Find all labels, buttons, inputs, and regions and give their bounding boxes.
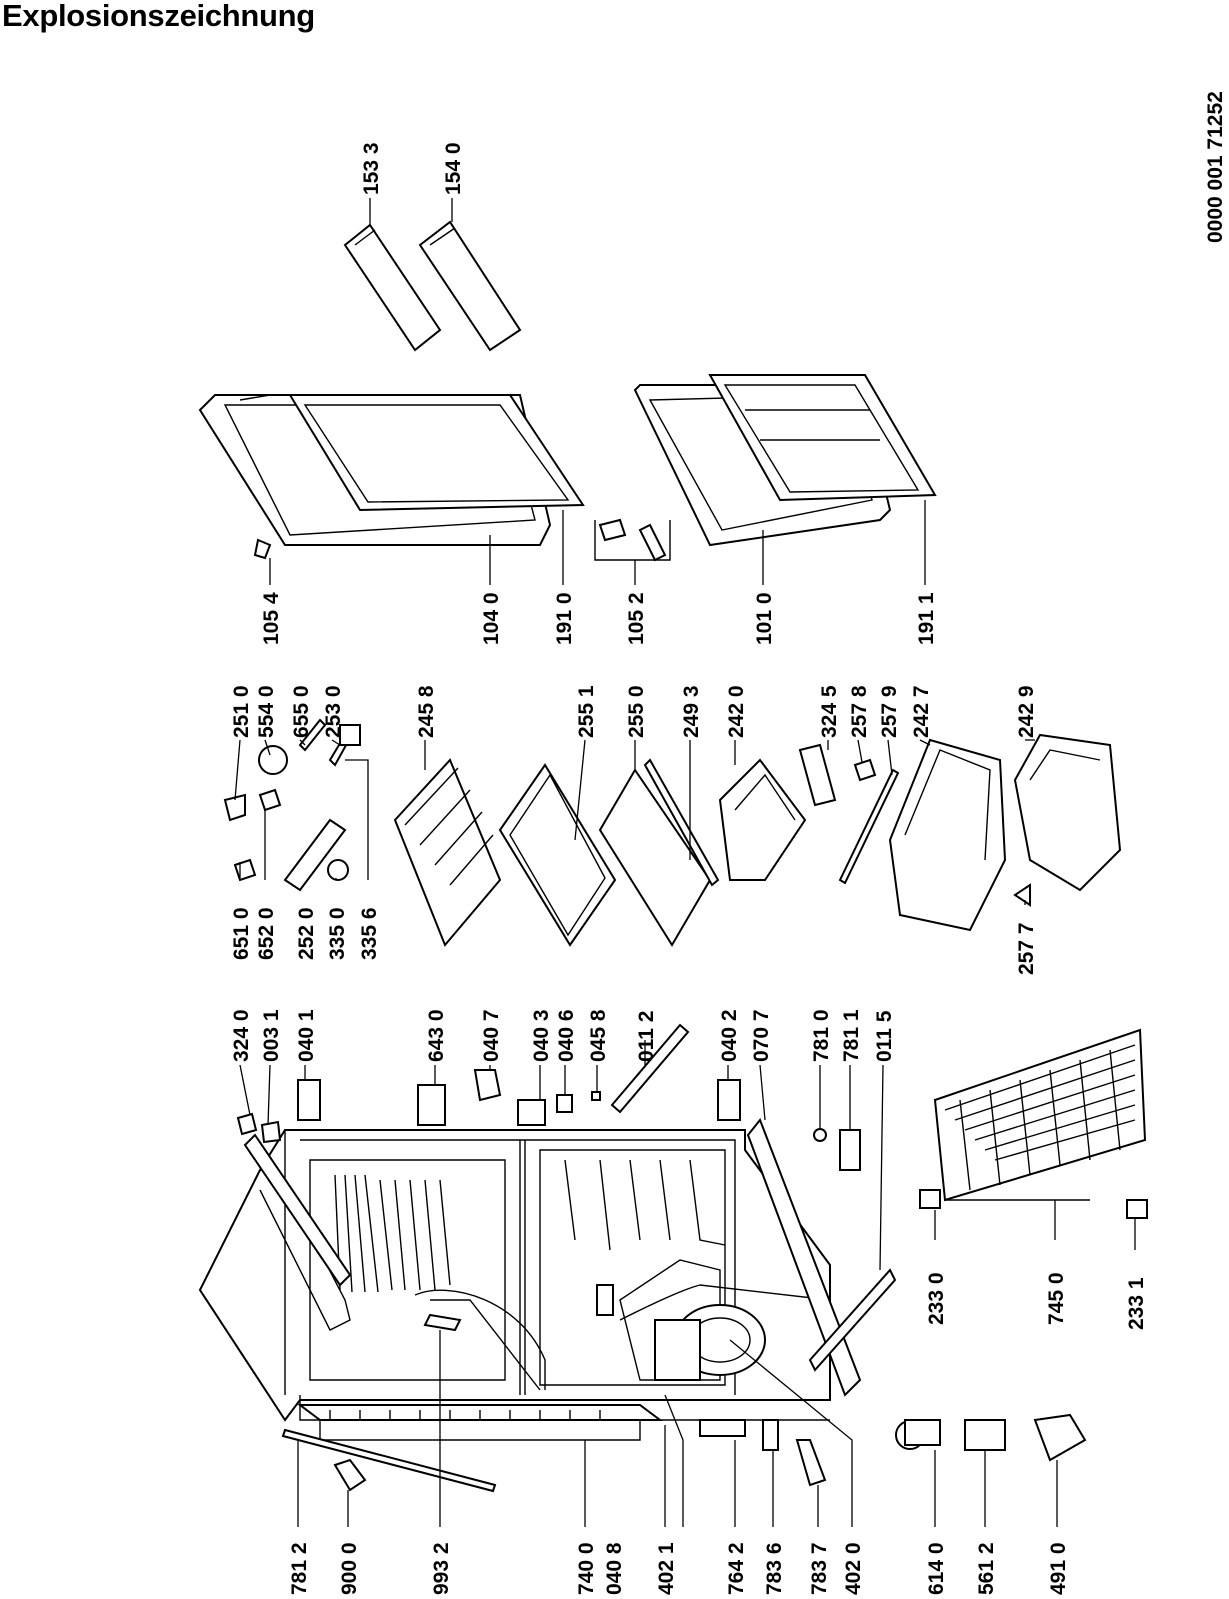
callout-257-7: 257 7 <box>1015 922 1038 975</box>
document-number: 0000 001 71252 <box>1204 91 1227 243</box>
callout-242-0: 242 0 <box>725 685 748 738</box>
callout-245-8: 245 8 <box>415 685 438 738</box>
rod <box>281 1428 497 1493</box>
callout-781-0: 781 0 <box>810 1009 833 1062</box>
callout-233-1: 233 1 <box>1125 1277 1148 1330</box>
callout-040-1: 040 1 <box>295 1009 318 1062</box>
callout-191-1: 191 1 <box>915 592 938 645</box>
callout-783-6: 783 6 <box>763 1542 786 1595</box>
callout-011-2: 011 2 <box>635 1011 658 1062</box>
callout-740-0: 740 0 <box>575 1542 598 1595</box>
callout-040-3: 040 3 <box>530 1009 553 1062</box>
callout-191-0: 191 0 <box>553 592 576 645</box>
callout-745-0: 745 0 <box>1045 1272 1068 1325</box>
callout-242-7: 242 7 <box>910 685 933 738</box>
callout-253-0: 253 0 <box>322 685 345 738</box>
part-257-9 <box>838 768 900 885</box>
part-257-8 <box>853 758 877 782</box>
callout-491-0: 491 0 <box>1047 1542 1070 1595</box>
door-bin-154-0 <box>418 220 522 352</box>
callout-003-1: 003 1 <box>260 1009 283 1062</box>
callout-242-9: 242 9 <box>1015 685 1038 738</box>
wire-shelves <box>933 1028 1147 1202</box>
page-title: Explosionszeichnung <box>2 0 315 33</box>
compressor <box>654 1304 766 1381</box>
callout-554-0: 554 0 <box>255 685 278 738</box>
hinge-105-4 <box>253 538 272 560</box>
callout-040-8: 040 8 <box>603 1542 626 1595</box>
callout-324-5: 324 5 <box>818 685 841 738</box>
callout-335-6: 335 6 <box>358 907 381 960</box>
callout-643-0: 643 0 <box>425 1009 448 1062</box>
glass-plate-255-0 <box>598 768 712 947</box>
callout-249-3: 249 3 <box>680 685 703 738</box>
callout-251-0: 251 0 <box>230 685 253 738</box>
callout-153-3: 153 3 <box>360 142 383 195</box>
callout-993-2: 993 2 <box>430 1542 453 1595</box>
callout-764-2: 764 2 <box>725 1542 748 1595</box>
callout-040-7: 040 7 <box>480 1009 503 1062</box>
callout-561-2: 561 2 <box>975 1542 998 1595</box>
callout-900-0: 900 0 <box>338 1542 361 1595</box>
callout-257-9: 257 9 <box>878 685 901 738</box>
callout-781-1: 781 1 <box>840 1009 863 1062</box>
door-bin-153-3 <box>343 223 442 352</box>
shelf-clips <box>919 1189 1148 1219</box>
glass-shelf-245-8 <box>393 758 502 947</box>
part-324-5 <box>798 743 837 807</box>
door-rail-strip <box>746 1118 862 1397</box>
thermostat-group <box>223 718 361 892</box>
crisper-242-0 <box>718 758 807 881</box>
callout-402-1: 402 1 <box>655 1542 678 1595</box>
small-parts-column <box>236 1023 861 1171</box>
callout-783-7: 783 7 <box>808 1542 831 1595</box>
callout-252-0: 252 0 <box>295 907 318 960</box>
callout-070-7: 070 7 <box>750 1009 773 1062</box>
callout-011-5: 011 5 <box>873 1010 896 1062</box>
glass-shelf-255-1 <box>498 763 617 947</box>
callout-651-0: 651 0 <box>230 907 253 960</box>
callout-105-2: 105 2 <box>625 592 648 645</box>
callout-255-0: 255 0 <box>625 685 648 738</box>
callout-614-0: 614 0 <box>925 1542 948 1595</box>
cabinet-body <box>198 1129 831 1422</box>
leader-lines <box>234 198 1136 1527</box>
part-257-7 <box>1013 883 1031 907</box>
callout-040-2: 040 2 <box>718 1009 741 1062</box>
callout-101-0: 101 0 <box>753 592 776 645</box>
base-plate <box>297 1404 663 1441</box>
callout-655-0: 655 0 <box>290 685 313 738</box>
callout-154-0: 154 0 <box>442 142 465 195</box>
callout-402-0: 402 0 <box>842 1542 865 1595</box>
small-parts-bottom <box>333 1313 1087 1492</box>
callout-255-1: 255 1 <box>575 685 598 738</box>
door-seal-191-0 <box>288 394 585 512</box>
door-seal-191-1 <box>708 374 937 502</box>
callout-335-0: 335 0 <box>326 907 349 960</box>
callout-781-2: 781 2 <box>288 1542 311 1595</box>
callout-labels: 781 2 900 0 993 2 740 0 040 8 402 1 764 … <box>230 142 1148 1595</box>
evaporator-rail-left <box>243 1133 352 1287</box>
hinge-kit-105-2 <box>594 518 671 562</box>
callout-105-4: 105 4 <box>260 592 283 645</box>
callout-652-0: 652 0 <box>255 907 278 960</box>
crisper-242-9 <box>1013 733 1122 892</box>
callout-324-0: 324 0 <box>230 1009 253 1062</box>
shelf-strip-249-3 <box>643 758 720 887</box>
callout-257-8: 257 8 <box>848 685 871 738</box>
callout-045-8: 045 8 <box>587 1009 610 1062</box>
rail-011-5 <box>808 1268 897 1372</box>
callout-104-0: 104 0 <box>480 592 503 645</box>
crisper-242-7 <box>888 738 1007 932</box>
callout-040-6: 040 6 <box>555 1009 578 1062</box>
callout-233-0: 233 0 <box>925 1272 948 1325</box>
